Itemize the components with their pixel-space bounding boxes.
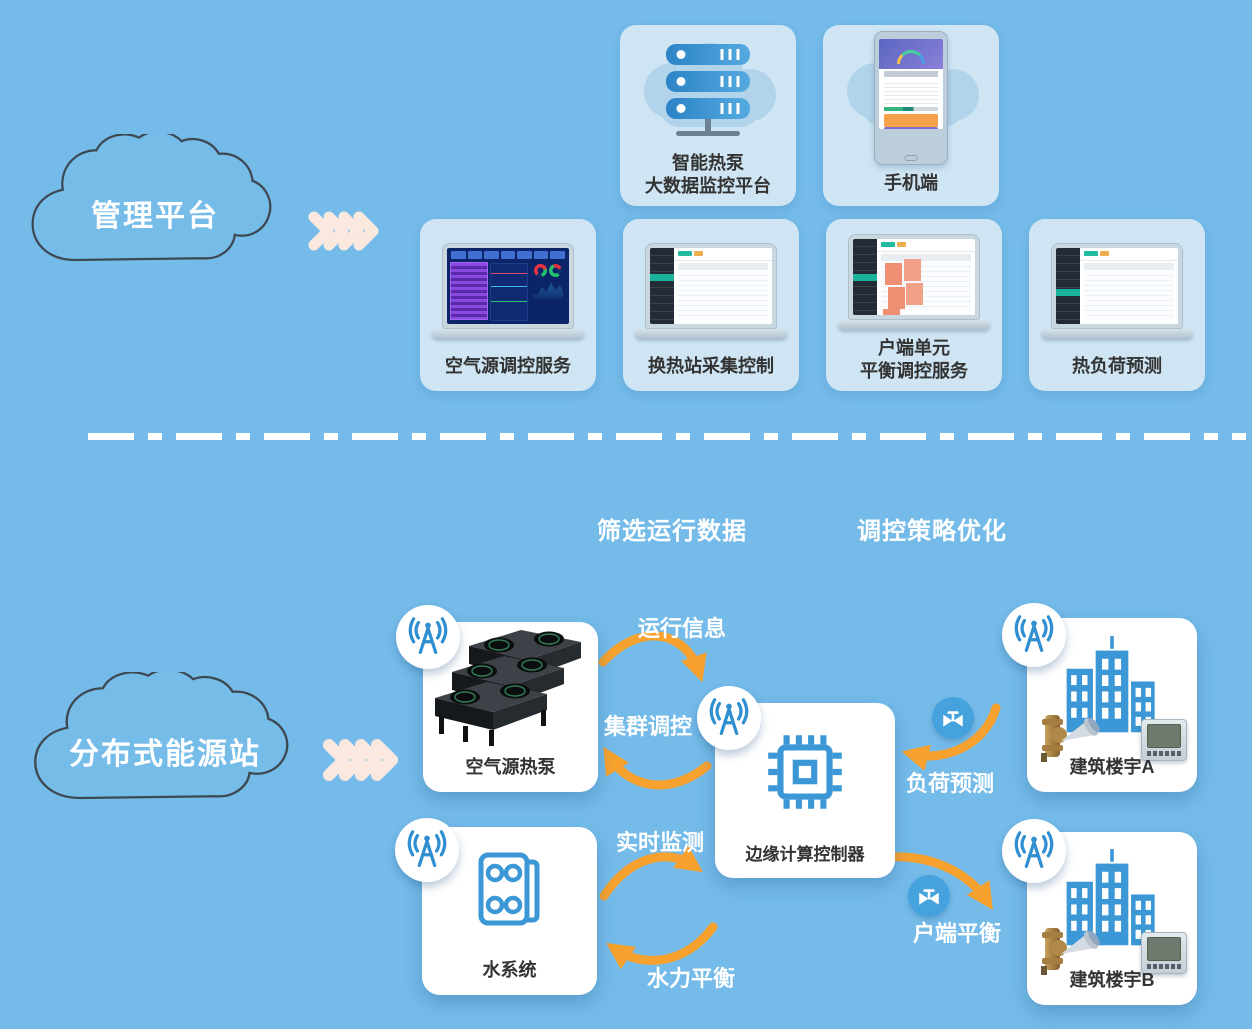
flow-realtime-monitor-label: 实时监测 bbox=[615, 830, 704, 855]
chevron-arrows-icon bbox=[323, 739, 398, 781]
heat-load-line1: 热负荷预测 bbox=[1072, 355, 1162, 376]
radio-antenna-icon bbox=[697, 686, 761, 750]
radio-antenna-icon bbox=[395, 818, 459, 882]
air-source-service-line1: 空气源调控服务 bbox=[445, 355, 571, 376]
card-client-unit-balance-service: 户端单元平衡调控服务 bbox=[826, 219, 1002, 391]
valve-icon bbox=[908, 875, 950, 917]
card-heat-exchange-station: 换热站采集控制 bbox=[623, 219, 799, 391]
heat-pump-label: 空气源热泵 bbox=[465, 757, 556, 777]
cpu-chip-icon bbox=[715, 703, 895, 840]
radio-antenna-icon bbox=[1002, 819, 1066, 883]
station-cloud-label: 分布式能源站 bbox=[69, 738, 261, 771]
bigdata-label-line1: 智能热泵 bbox=[672, 152, 744, 173]
management-cloud: 管理平台 bbox=[22, 134, 288, 278]
bigdata-label-line2: 大数据监控平台 bbox=[645, 175, 771, 196]
card-mobile: 手机端 bbox=[823, 25, 999, 206]
grid-screenshot bbox=[853, 238, 975, 315]
mobile-label-line1: 手机端 bbox=[884, 172, 938, 193]
arrow-cluster-control bbox=[603, 746, 712, 790]
dashboard-screenshot bbox=[447, 247, 569, 324]
heat-exchange-label: 换热站采集控制 bbox=[648, 355, 774, 378]
flow-cluster-control-label: 集群调控 bbox=[603, 714, 692, 739]
building-icon bbox=[1027, 832, 1197, 975]
mobile-label: 手机端 bbox=[884, 172, 938, 195]
client-unit-line2: 平衡调控服务 bbox=[860, 360, 968, 381]
radio-antenna-icon bbox=[1002, 603, 1066, 667]
radio-antenna-icon bbox=[396, 605, 460, 669]
building-b-label: 建筑楼宇B bbox=[1069, 970, 1155, 990]
building-a-label: 建筑楼宇A bbox=[1069, 757, 1155, 777]
heat-pump-image bbox=[423, 622, 598, 753]
laptop-icon bbox=[623, 219, 799, 355]
heat-pump-units bbox=[434, 629, 581, 746]
air-source-service-label: 空气源调控服务 bbox=[445, 355, 571, 378]
client-unit-label: 户端单元平衡调控服务 bbox=[860, 337, 968, 383]
mobile-icon-area bbox=[823, 25, 999, 172]
flow-load-forecast-label: 负荷预测 bbox=[905, 771, 994, 796]
bigdata-label: 智能热泵大数据监控平台 bbox=[645, 152, 771, 198]
server-rack-icon bbox=[666, 44, 750, 137]
card-heat-load-forecast: 热负荷预测 bbox=[1029, 219, 1205, 391]
bigdata-icon-area bbox=[620, 25, 796, 152]
filter-run-data-label: 筛选运行数据 bbox=[597, 518, 747, 545]
laptop-icon bbox=[1029, 219, 1205, 355]
flow-run-info-label: 运行信息 bbox=[637, 616, 726, 641]
heat-exchange-line1: 换热站采集控制 bbox=[648, 355, 774, 376]
dash-dot-divider bbox=[88, 433, 1246, 440]
node-air-source-heat-pump: 空气源热泵 bbox=[423, 622, 598, 792]
smartphone-icon bbox=[874, 31, 948, 166]
control-strategy-label: 调控策略优化 bbox=[857, 518, 1007, 545]
edge-controller-label: 边缘计算控制器 bbox=[745, 845, 865, 864]
table-screenshot bbox=[650, 247, 772, 324]
arrow-realtime-monitor bbox=[599, 845, 703, 901]
flow-client-balance-label: 户端平衡 bbox=[912, 921, 1001, 946]
balance-valve-photo bbox=[1041, 715, 1100, 762]
thermostat-photo bbox=[1141, 719, 1187, 761]
valve-icon bbox=[932, 697, 974, 739]
client-unit-line1: 户端单元 bbox=[878, 337, 950, 358]
cloud-icon bbox=[31, 134, 272, 262]
building-icon bbox=[1027, 618, 1197, 762]
thermostat-photo bbox=[1141, 932, 1187, 974]
station-cloud: 分布式能源站 bbox=[24, 672, 306, 816]
card-air-source-control-service: 空气源调控服务 bbox=[420, 219, 596, 391]
cloud-icon bbox=[34, 672, 289, 800]
laptop-icon bbox=[826, 219, 1002, 337]
arrow-hydraulic-balance bbox=[606, 922, 718, 970]
balance-valve-photo bbox=[1041, 928, 1100, 975]
node-building-a: 建筑楼宇A bbox=[1027, 618, 1197, 792]
plate-heat-exchanger-icon bbox=[422, 827, 597, 956]
heat-load-label: 热负荷预测 bbox=[1072, 355, 1162, 378]
card-bigdata-platform: 智能热泵大数据监控平台 bbox=[620, 25, 796, 206]
flow-hydraulic-balance-label: 水力平衡 bbox=[646, 966, 735, 991]
water-system-label: 水系统 bbox=[482, 960, 537, 980]
table-screenshot bbox=[1056, 247, 1178, 324]
chevron-arrows-icon bbox=[308, 211, 379, 251]
management-cloud-label: 管理平台 bbox=[91, 200, 219, 233]
laptop-icon bbox=[420, 219, 596, 355]
